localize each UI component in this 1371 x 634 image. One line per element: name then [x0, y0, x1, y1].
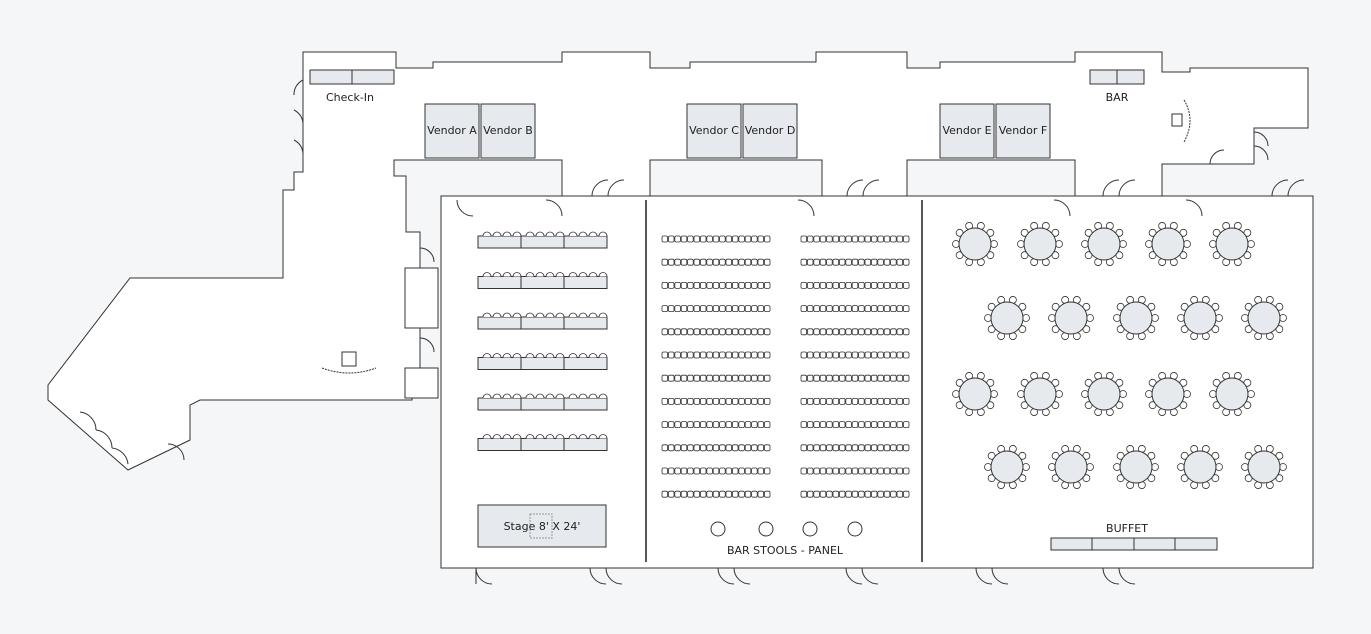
theater-section [661, 235, 910, 498]
vendor-b: Vendor B [480, 103, 536, 159]
round-table [984, 296, 1030, 340]
round-table [984, 445, 1030, 489]
theater-row [800, 490, 910, 498]
theater-row [661, 467, 771, 475]
round-table [1017, 372, 1063, 416]
vendor-e: Vendor E [939, 103, 995, 159]
bar-stool [802, 521, 818, 537]
round-table [1241, 445, 1287, 489]
classroom-row [477, 231, 608, 249]
buffet-label: BUFFET [1106, 522, 1148, 535]
stage-label: Stage 8' X 24' [504, 520, 581, 533]
vendor-booths: Vendor A Vendor B Vendor C Vendor D Vend… [424, 103, 1051, 159]
theater-row [661, 490, 771, 498]
vendor-c: Vendor C [686, 103, 742, 159]
theater-row [800, 444, 910, 452]
theater-row [800, 397, 910, 405]
theater-row [800, 305, 910, 313]
bar-stools-label: BAR STOOLS - PANEL [727, 544, 844, 557]
round-table [1177, 445, 1223, 489]
theater-row [800, 351, 910, 359]
round-table [1113, 445, 1159, 489]
theater-row [800, 328, 910, 336]
check-in-label: Check-In [326, 91, 374, 104]
classroom-row [477, 434, 608, 451]
round-table [1081, 372, 1127, 416]
svg-text:Vendor A: Vendor A [427, 124, 477, 137]
svg-text:Vendor B: Vendor B [483, 124, 533, 137]
stage: Stage 8' X 24' [477, 504, 607, 548]
doors [79, 79, 1305, 585]
classroom-row [477, 393, 608, 411]
theater-row [661, 235, 771, 243]
round-table [1048, 445, 1094, 489]
round-table [1145, 372, 1191, 416]
bar-stool [758, 521, 774, 537]
classroom-row [477, 272, 608, 289]
vendor-f: Vendor F [995, 103, 1051, 159]
check-in-table: Check-In [309, 69, 395, 104]
theater-row [661, 421, 771, 429]
svg-text:Vendor E: Vendor E [942, 124, 991, 137]
bar-label: BAR [1106, 91, 1129, 104]
classroom-row [477, 353, 608, 370]
round-table [1209, 372, 1255, 416]
bar-stools [710, 521, 863, 537]
theater-row [800, 421, 910, 429]
round-table [952, 372, 998, 416]
svg-text:Vendor C: Vendor C [689, 124, 739, 137]
svg-text:Vendor D: Vendor D [745, 124, 796, 137]
bar-stool [710, 521, 726, 537]
theater-row [661, 374, 771, 382]
theater-row [800, 258, 910, 266]
buffet: BUFFET [1050, 522, 1218, 551]
round-table [1113, 296, 1159, 340]
theater-row [661, 444, 771, 452]
round-table [1081, 222, 1127, 266]
classroom-section [477, 231, 608, 451]
theater-row [661, 351, 771, 359]
round-table [1145, 222, 1191, 266]
classroom-row [477, 312, 608, 330]
theater-row [661, 397, 771, 405]
bar-stool [847, 521, 863, 537]
round-table [1177, 296, 1223, 340]
theater-row [661, 328, 771, 336]
theater-row [661, 305, 771, 313]
theater-row [661, 281, 771, 289]
theater-row [800, 467, 910, 475]
podium [321, 351, 377, 374]
theater-row [800, 281, 910, 289]
round-table [1209, 222, 1255, 266]
svg-text:Vendor F: Vendor F [999, 124, 1047, 137]
banquet-section [952, 222, 1287, 489]
round-table [1048, 296, 1094, 340]
theater-row [800, 374, 910, 382]
round-table [1017, 222, 1063, 266]
theater-row [800, 235, 910, 243]
vendor-a: Vendor A [424, 103, 480, 159]
round-table [952, 222, 998, 266]
vendor-d: Vendor D [742, 103, 798, 159]
theater-row [661, 258, 771, 266]
round-table [1241, 296, 1287, 340]
bar-counter: BAR [1089, 69, 1191, 143]
